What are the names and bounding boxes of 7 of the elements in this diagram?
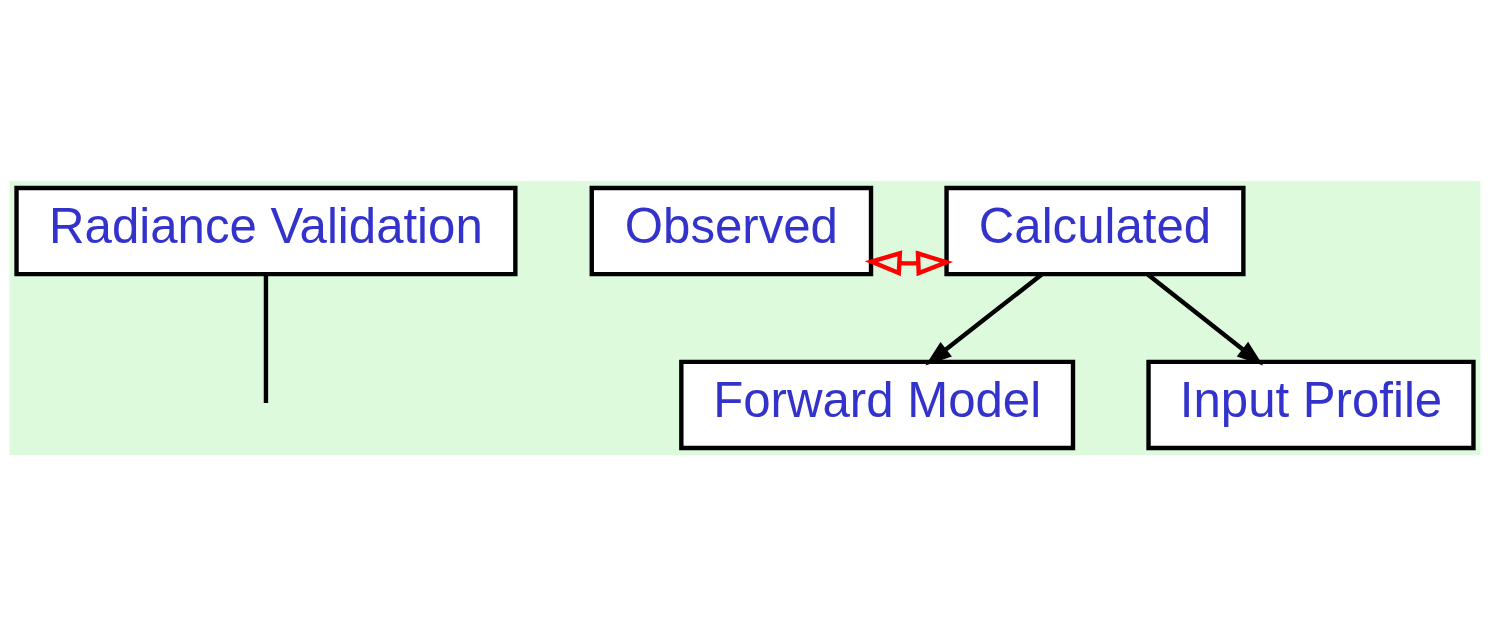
arrow [864,250,954,277]
node-box: Forward Model [679,359,1076,451]
node-box: Observed [589,185,874,277]
node-box: Input Profile [1146,359,1476,451]
node-box: Radiance Validation [14,185,518,277]
node-box: Calculated [944,185,1246,277]
connector [263,274,269,403]
